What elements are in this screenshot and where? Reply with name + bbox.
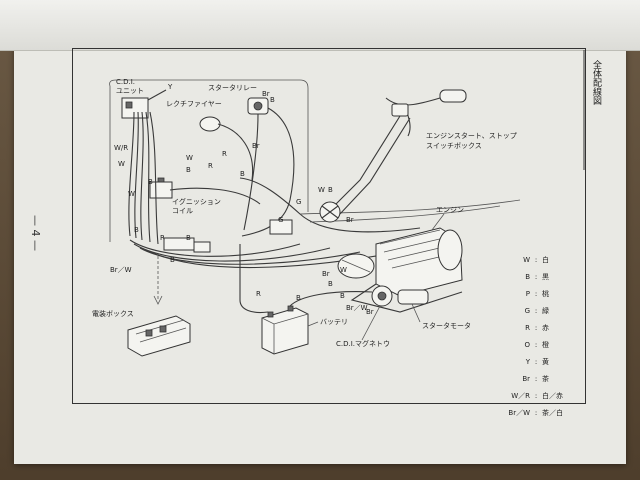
battery-label: バッテリ <box>320 318 348 326</box>
rectifier-label: レクチファイヤー <box>166 100 222 108</box>
wire-code: Br <box>366 308 374 316</box>
engine-switch-label-line2: スイッチボックス <box>426 142 482 150</box>
wire-code: W <box>118 160 125 168</box>
wire-code: Br <box>252 142 260 150</box>
battery: バッテリ R B <box>239 244 373 355</box>
wire-code: Br <box>322 270 330 278</box>
battery-r-label: R <box>256 290 261 298</box>
harness-boundary <box>109 79 309 212</box>
wire-code: Br／W <box>110 266 132 274</box>
wire-code-y: Y <box>167 83 173 91</box>
legend-row: Br:茶 <box>522 375 549 383</box>
legend-row: Br／W:茶／白 <box>508 409 563 417</box>
relay-br-label: Br <box>262 90 270 98</box>
main-harness <box>128 107 521 269</box>
color-legend: W:白 B:黒 P:桃 G:緑 R:赤 O:橙 Y:黄 Br:茶 W／R:白／赤… <box>500 252 578 422</box>
wire-code: B <box>240 170 245 178</box>
harness-connector <box>163 219 293 253</box>
junction-br-label: Br <box>346 216 354 224</box>
electrical-box-label: 電装ボックス <box>92 309 134 318</box>
wire-code: R <box>222 150 227 158</box>
legend-row: Y:黄 <box>525 358 549 366</box>
starter-motor-label: スタータモータ <box>422 321 471 330</box>
manual-page <box>14 46 626 464</box>
legend-row: W／R:白／赤 <box>511 392 563 400</box>
engine-label: エンジン <box>436 206 464 214</box>
wire-code: Br／W <box>346 304 368 312</box>
vertical-title: 全体配線図 <box>591 59 602 106</box>
engine: エンジン <box>350 206 464 313</box>
wire-code: R <box>160 234 165 242</box>
wire-code: G <box>278 216 283 224</box>
wire-code: B <box>186 166 191 174</box>
legend-row: O:橙 <box>524 341 549 349</box>
wire-code: B <box>148 178 153 186</box>
wire-code: B <box>328 280 333 288</box>
starter-relay: スタータリレー Br <box>208 83 270 115</box>
folded-top-sheet <box>0 0 640 51</box>
wire-code: W <box>128 190 135 198</box>
engine-switch-label-line1: エンジンスタート、ストップ <box>426 131 517 140</box>
legend-row: B:黒 <box>525 273 549 281</box>
title-strip: 全体配線図 <box>583 50 602 170</box>
ignition-coil-label-line2: コイル <box>172 207 193 215</box>
wire-code: B <box>186 234 191 242</box>
ignition-coil: イグニッション コイル <box>149 177 221 215</box>
handle-junction: W B Br <box>318 186 354 224</box>
legend-row: R:赤 <box>525 324 549 332</box>
cdi-unit: C.D.I. ユニット Y <box>116 78 173 119</box>
junction-w-label: W <box>318 186 325 194</box>
wire-code: B <box>340 292 345 300</box>
wire-code: B <box>134 226 139 234</box>
handlebar-switch: エンジンスタート、ストップ スイッチボックス <box>329 89 517 215</box>
wire-code: B <box>270 96 275 104</box>
cdi-magneto-label: C.D.I.マグネトウ <box>336 339 390 348</box>
page-number: — 4 — <box>29 215 42 251</box>
cdi-unit-label-line2: ユニット <box>116 87 144 95</box>
wire-code: W/R <box>114 144 128 152</box>
starter-motor: スタータモータ <box>397 289 471 330</box>
wire-code: R <box>208 162 213 170</box>
legend-row: P:桃 <box>525 290 549 298</box>
electrical-box: 電装ボックス <box>92 256 191 357</box>
diagram-frame <box>72 48 586 404</box>
wire-code: W <box>186 154 193 162</box>
starter-relay-label: スタータリレー <box>208 83 257 92</box>
battery-b-label: B <box>296 294 301 302</box>
wire-codes: W/R W W B B R R B G G B R B Br／W B W Br … <box>110 96 374 316</box>
legend-row: G:緑 <box>524 307 549 315</box>
wire-code: W <box>340 266 347 274</box>
magneto: C.D.I.マグネトウ <box>336 253 393 348</box>
cdi-unit-label-line1: C.D.I. <box>116 78 135 86</box>
rectifier: レクチファイヤー <box>166 100 222 132</box>
junction-b-label: B <box>328 186 333 194</box>
wire-code: B <box>170 256 175 264</box>
legend-row: W:白 <box>523 256 549 264</box>
ignition-coil-label-line1: イグニッション <box>172 197 221 206</box>
wire-code: G <box>296 198 301 206</box>
